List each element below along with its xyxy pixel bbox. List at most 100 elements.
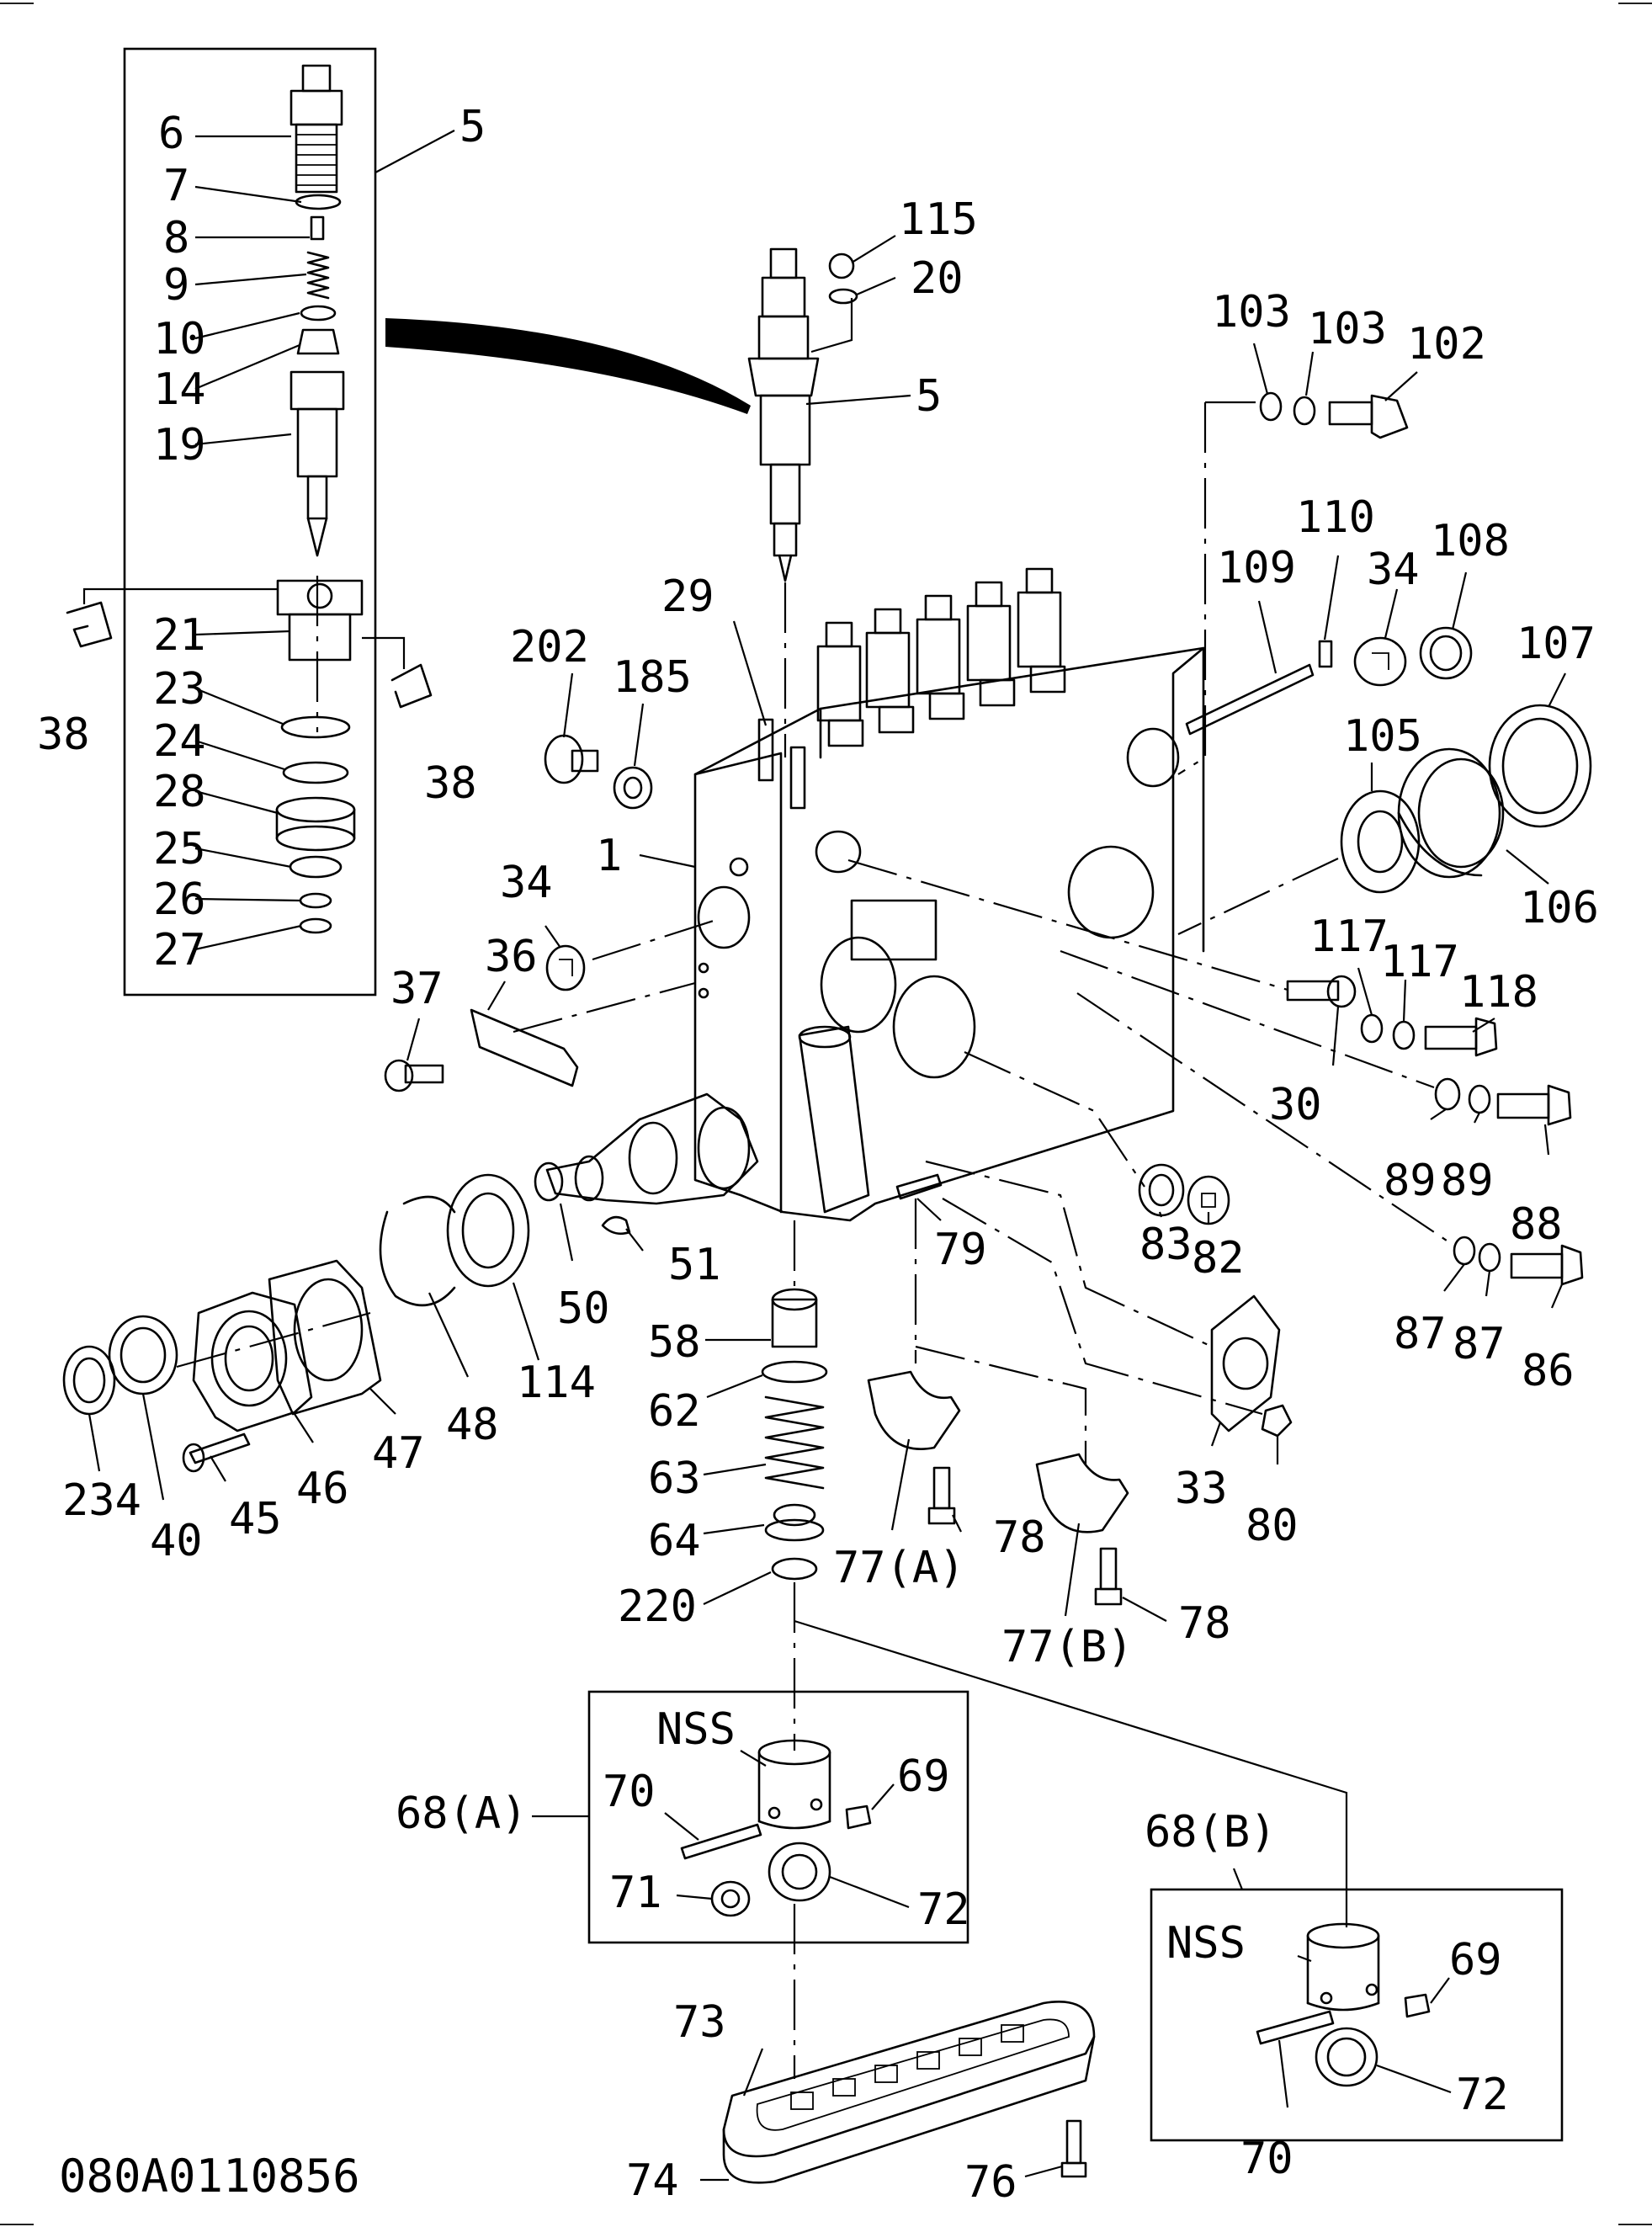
axis-line-37 (513, 981, 696, 1034)
callout-69: 69 (897, 1751, 950, 1802)
callout-114: 114 (517, 1358, 596, 1408)
callout-102: 102 (1407, 319, 1486, 369)
callout-58: 58 (648, 1317, 701, 1368)
delivery-valve-detail-box (123, 47, 377, 997)
delivery-valve-19 (289, 370, 345, 557)
callout-234: 234 (62, 1475, 141, 1526)
nut-80 (1261, 1404, 1293, 1438)
camshaft-50 (534, 1092, 759, 1205)
callout-68b: 68(B) (1145, 1807, 1277, 1858)
axis-line-33 (925, 1160, 1213, 1347)
washer-185 (613, 766, 653, 810)
callout-26: 26 (153, 874, 206, 925)
callout-19: 19 (153, 420, 206, 470)
callout-82: 82 (1192, 1233, 1245, 1284)
clip-38-left (66, 601, 113, 648)
callout-7: 7 (163, 161, 189, 211)
callout-24: 24 (153, 716, 206, 767)
pump-housing-1 (693, 567, 1205, 1222)
tappet-68b-detail-box (1150, 1888, 1564, 2142)
callout-46: 46 (296, 1464, 349, 1514)
bearing-114 (446, 1173, 530, 1288)
callout-nss: NSS (656, 1704, 736, 1755)
callout-68a: 68(A) (396, 1789, 528, 1839)
screw-76 (1060, 2119, 1087, 2178)
callout-105: 105 (1343, 711, 1422, 762)
callout-72: 72 (917, 1884, 970, 1935)
callout-73: 73 (673, 1997, 726, 2048)
washer-87b (1478, 1242, 1501, 1273)
roller-tappet-68b (1306, 1922, 1380, 2012)
bearing-cap-77a (867, 1370, 961, 1450)
callout-9: 9 (163, 260, 189, 311)
bolt-102 (1328, 394, 1409, 439)
callout-25: 25 (153, 824, 206, 874)
bearing-cap-77b (1035, 1453, 1129, 1533)
callout-8: 8 (163, 213, 189, 263)
axis-line-80 (942, 1198, 1263, 1416)
oil-seal-40 (108, 1315, 178, 1395)
callout-29: 29 (661, 571, 714, 622)
bolt-78a (927, 1466, 956, 1525)
studs-29 (757, 718, 806, 810)
callout-labels: 6 5 7 8 9 10 14 19 21 23 24 28 25 26 27 … (37, 102, 1599, 2208)
callout-51: 51 (668, 1240, 721, 1290)
callout-118: 118 (1459, 967, 1538, 1018)
pin-8 (310, 215, 325, 241)
callout-76: 76 (964, 2157, 1017, 2208)
callout-33: 33 (1175, 1464, 1228, 1514)
callout-38: 38 (424, 758, 477, 809)
callout-77b: 77(B) (1001, 1622, 1134, 1672)
callout-34: 34 (1367, 545, 1420, 595)
callout-70: 70 (1240, 2134, 1293, 2184)
callout-45: 45 (229, 1494, 282, 1544)
callout-23: 23 (153, 664, 206, 715)
callout-30: 30 (1269, 1080, 1322, 1130)
cover-74 (722, 2035, 1096, 2184)
callout-110: 110 (1296, 492, 1375, 543)
delivery-valve-holder-6 (289, 64, 343, 194)
o-ring-24 (282, 761, 349, 784)
rack-109 (1185, 663, 1315, 736)
drawing-number: 080A0110856 (59, 2150, 360, 2203)
callout-72: 72 (1456, 2070, 1509, 2120)
pin-70b (1256, 2010, 1335, 2045)
washer-103b (1293, 396, 1316, 426)
washer-117b (1392, 1020, 1416, 1050)
callout-5: 5 (916, 371, 942, 422)
key-51 (601, 1215, 631, 1236)
callout-nss: NSS (1166, 1918, 1246, 1969)
leader-lines (88, 130, 1566, 2182)
callout-37: 37 (390, 964, 444, 1014)
callout-20: 20 (911, 253, 964, 304)
pin-69b (1404, 1993, 1431, 2018)
sleeve-30 (1286, 975, 1357, 1008)
callout-38: 38 (37, 710, 90, 760)
axis-line-105 (1177, 858, 1339, 935)
plunger-barrel-21 (276, 579, 364, 662)
flange-46 (192, 1291, 313, 1432)
callout-28: 28 (153, 767, 206, 817)
callout-10: 10 (153, 314, 206, 364)
callout-36: 36 (485, 932, 538, 982)
callout-47: 47 (372, 1428, 425, 1479)
callout-103: 103 (1212, 287, 1291, 338)
shim-220 (771, 1557, 818, 1581)
callout-220: 220 (618, 1581, 697, 1632)
axis-line-82 (964, 1050, 1145, 1188)
callout-79: 79 (934, 1225, 987, 1275)
callout-108: 108 (1431, 516, 1510, 566)
o-ring-23 (280, 715, 351, 739)
o-ring-26 (299, 892, 332, 909)
callout-6: 6 (158, 109, 184, 159)
callout-86: 86 (1522, 1346, 1575, 1396)
callout-14: 14 (153, 364, 206, 415)
spring-63 (764, 1395, 825, 1490)
callout-62: 62 (648, 1386, 701, 1437)
callout-87: 87 (1453, 1319, 1506, 1369)
bearing-105 (1340, 789, 1421, 894)
callout-106: 106 (1520, 883, 1599, 933)
callout-71: 71 (609, 1868, 662, 1918)
cap-34-top (1353, 636, 1407, 687)
callout-89: 89 (1441, 1156, 1494, 1206)
